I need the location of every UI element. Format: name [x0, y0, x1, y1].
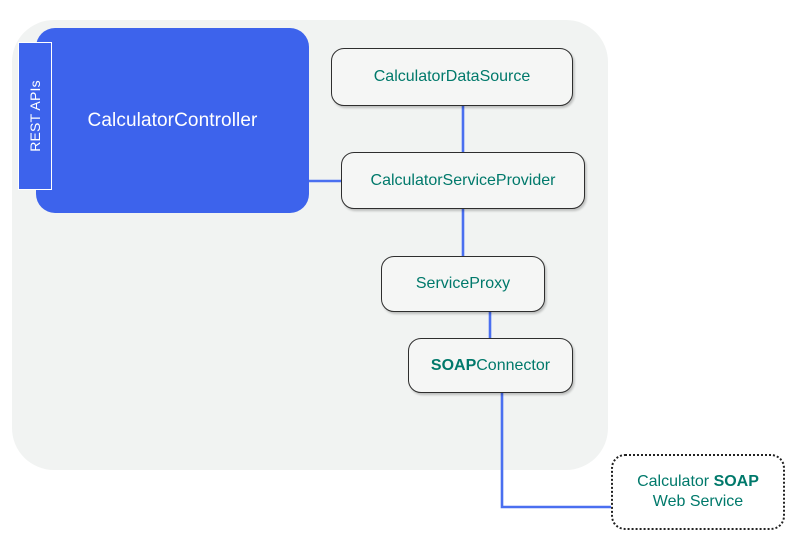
- calculator-controller-box[interactable]: CalculatorController: [36, 28, 309, 213]
- node-calculator-data-source-label: CalculatorDataSource: [373, 68, 531, 85]
- node-soap-connector-label: SOAPConnector: [431, 356, 550, 376]
- node-calculator-soap-web-service-label: Calculator SOAP Web Service: [637, 472, 759, 512]
- webservice-line2: Web Service: [652, 493, 744, 510]
- node-calculator-data-source[interactable]: CalculatorDataSource: [331, 48, 573, 106]
- node-calculator-service-provider[interactable]: CalculatorServiceProvider: [341, 152, 585, 209]
- node-calculator-soap-web-service[interactable]: Calculator SOAP Web Service: [611, 454, 785, 530]
- node-soap-connector-label-rest: Connector: [476, 356, 551, 374]
- webservice-line1-bold: SOAP: [713, 473, 759, 490]
- node-soap-connector[interactable]: SOAPConnector: [408, 338, 573, 393]
- node-soap-connector-label-bold: SOAP: [430, 356, 477, 374]
- node-service-proxy-label: ServiceProxy: [415, 275, 511, 292]
- node-service-proxy[interactable]: ServiceProxy: [381, 256, 545, 312]
- webservice-line1-prefix: Calculator: [637, 473, 714, 490]
- node-calculator-service-provider-label: CalculatorServiceProvider: [370, 171, 556, 189]
- rest-apis-tab[interactable]: REST APIs: [18, 42, 52, 190]
- calculator-controller-label: CalculatorController: [87, 109, 258, 131]
- rest-apis-label: REST APIs: [27, 80, 44, 152]
